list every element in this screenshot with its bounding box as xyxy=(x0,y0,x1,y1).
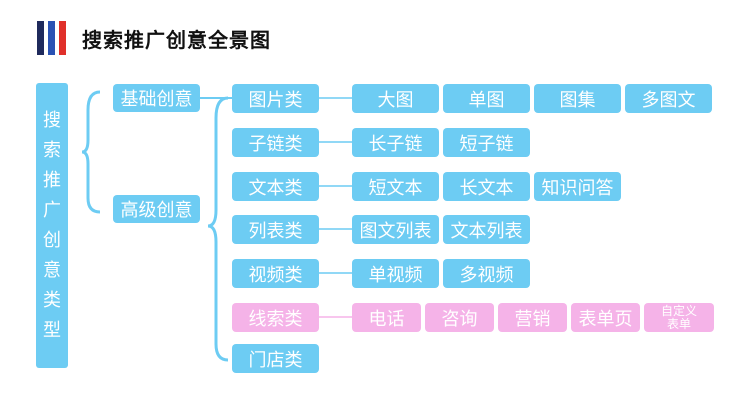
node-category-list: 列表类 xyxy=(232,215,319,244)
custom-form-line-1: 自定义 xyxy=(660,303,697,318)
root-char: 创 xyxy=(43,229,61,251)
node-category-leads: 线索类 xyxy=(232,303,319,332)
node-item: 长子链 xyxy=(352,128,439,157)
node-item: 短文本 xyxy=(352,172,439,201)
node-item: 图文列表 xyxy=(352,215,439,244)
node-item: 单图 xyxy=(443,84,530,113)
node-item: 知识问答 xyxy=(534,172,621,201)
root-char: 意 xyxy=(43,259,61,281)
node-item: 文本列表 xyxy=(443,215,530,244)
flag-stripe-navy xyxy=(37,21,44,55)
node-item: 大图 xyxy=(352,84,439,113)
node-advanced-creative: 高级创意 xyxy=(113,195,200,223)
node-item: 单视频 xyxy=(352,259,439,288)
node-item: 图集 xyxy=(534,84,621,113)
root-char: 类 xyxy=(43,289,61,311)
node-item: 电话 xyxy=(352,303,421,332)
node-item: 营销 xyxy=(498,303,567,332)
node-item: 多视频 xyxy=(443,259,530,288)
node-item: 长文本 xyxy=(443,172,530,201)
node-item: 短子链 xyxy=(443,128,530,157)
node-item: 多图文 xyxy=(625,84,712,113)
node-category-store: 门店类 xyxy=(232,344,319,373)
root-char: 搜 xyxy=(43,109,61,131)
flag-stripe-blue xyxy=(48,21,55,55)
root-char: 广 xyxy=(43,199,61,221)
root-char: 索 xyxy=(43,139,61,161)
root-node: 搜 索 推 广 创 意 类 型 xyxy=(36,83,68,368)
custom-form-line-2: 表单 xyxy=(666,316,691,331)
node-basic-creative: 基础创意 xyxy=(113,84,200,112)
page-title: 搜索推广创意全景图 xyxy=(82,28,271,52)
node-item: 表单页 xyxy=(571,303,640,332)
node-category-sublink: 子链类 xyxy=(232,128,319,157)
advanced-brace xyxy=(207,96,229,362)
node-category-text: 文本类 xyxy=(232,172,319,201)
root-char: 推 xyxy=(43,169,61,191)
node-category-image: 图片类 xyxy=(232,84,319,113)
node-item-custom-form: 自定义 表单 xyxy=(644,303,714,332)
flag-stripe-red xyxy=(59,21,66,55)
root-char: 型 xyxy=(43,319,61,341)
node-category-video: 视频类 xyxy=(232,259,319,288)
node-item: 咨询 xyxy=(425,303,494,332)
root-brace xyxy=(81,90,101,214)
